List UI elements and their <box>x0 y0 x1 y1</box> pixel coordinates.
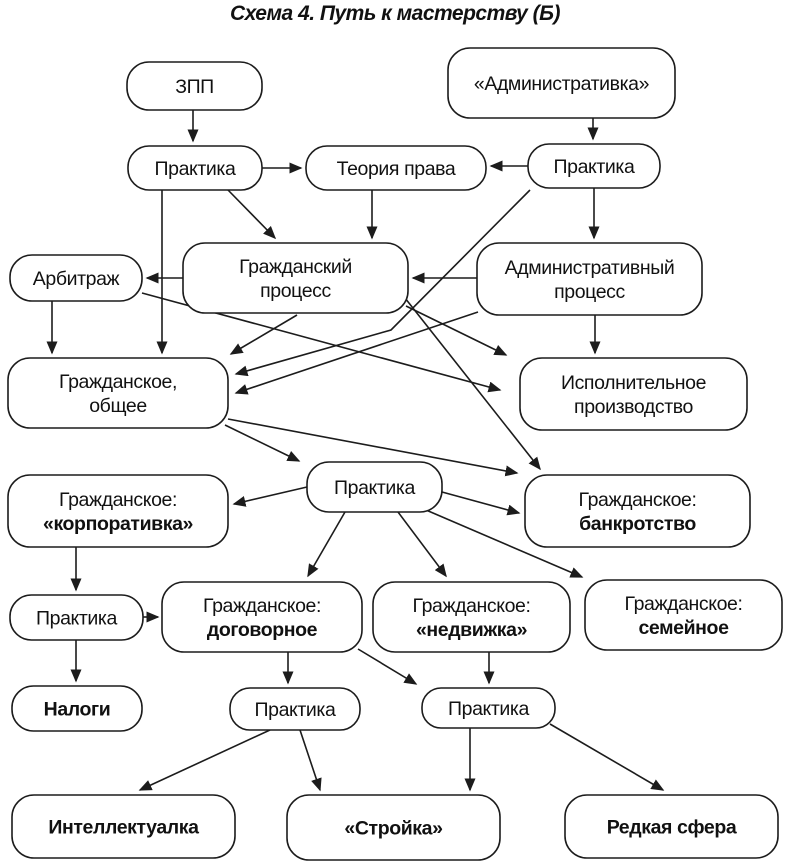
node-shape-grazhdanskiy-process <box>182 242 409 314</box>
node-label-ispolnitelnoe-line1: Исполнительное <box>561 372 706 394</box>
edge-obshchee-to-praktika-c <box>224 424 301 462</box>
node-nedvizhka: Гражданское:«недвижка» <box>372 581 571 653</box>
node-label-semeynoe-line1: Гражданское: <box>625 593 743 615</box>
node-shape-praktika-right <box>527 143 661 189</box>
edge-praktika-br-to-redkaya <box>549 723 665 791</box>
node-label-grazhdanskoe-obshchee-line2: общее <box>89 395 147 417</box>
node-administrativka: «Административка» <box>447 47 676 119</box>
node-shape-teoriya-prava <box>305 145 487 191</box>
nodes-layer: ЗПП «Административка» Практика Теория права… <box>7 47 783 861</box>
node-shape-nalogi <box>11 685 143 732</box>
node-redkaya-sfera: Редкая сфера <box>564 794 779 859</box>
node-label-administrativnyy-process-line2: процесс <box>554 281 625 303</box>
node-label-korporativka-line1: Гражданское: <box>59 489 177 511</box>
node-shape-praktika-bottom-center <box>229 687 361 731</box>
edge-adm-process-to-obshchee <box>234 311 479 395</box>
node-label-bankrotstvo-line2: банкротство <box>579 513 696 535</box>
node-shape-zpp <box>126 61 263 111</box>
node-zpp: ЗПП <box>126 61 263 111</box>
node-shape-grazhdanskoe-obshchee <box>7 357 229 429</box>
node-label-arbitrazh: Арбитраж <box>33 268 120 290</box>
node-praktika-right: Практика <box>527 143 661 189</box>
node-label-praktika-bottom-right: Практика <box>448 698 529 720</box>
edges-layer <box>46 110 665 792</box>
node-label-ispolnitelnoe-line2: производство <box>574 396 693 418</box>
node-shape-redkaya-sfera <box>564 794 779 859</box>
node-shape-semeynoe <box>584 579 783 651</box>
node-label-nalogi: Налоги <box>44 699 111 721</box>
node-shape-stroyka <box>286 794 501 861</box>
node-praktika-center: Практика <box>306 461 443 513</box>
node-label-dogovornoe-line1: Гражданское: <box>203 595 321 617</box>
edge-praktika-bc-to-intellekt <box>138 729 271 791</box>
node-semeynoe: Гражданское:семейное <box>584 579 783 651</box>
edge-praktika-l-to-grazh-process <box>227 189 277 240</box>
edge-praktika-c-to-semeynoe <box>425 509 584 578</box>
node-dogovornoe: Гражданское:договорное <box>161 581 363 653</box>
edge-praktika-c-to-dogovornoe <box>307 511 346 578</box>
node-praktika-bottom-right: Практика <box>421 687 556 729</box>
node-label-administrativka: «Административка» <box>474 73 650 95</box>
node-shape-administrativnyy-process <box>476 242 703 316</box>
node-label-administrativnyy-process-line1: Административный <box>505 257 675 279</box>
node-intellektualka: Интеллектуалка <box>11 794 236 859</box>
node-label-bankrotstvo-line1: Гражданское: <box>579 489 697 511</box>
edge-praktika-c-to-korporativka <box>232 486 308 507</box>
node-label-nedvizhka-line1: Гражданское: <box>413 595 531 617</box>
node-shape-praktika-bottom-right <box>421 687 556 729</box>
node-stroyka: «Стройка» <box>286 794 501 861</box>
node-shape-arbitrazh <box>9 254 143 302</box>
node-label-dogovornoe-line2: договорное <box>207 619 318 641</box>
node-shape-ispolnitelnoe <box>519 357 748 431</box>
node-shape-bankrotstvo <box>524 474 751 548</box>
node-shape-praktika-small-left <box>9 594 144 641</box>
node-label-praktika-right: Практика <box>554 156 635 178</box>
node-label-semeynoe-line2: семейное <box>638 617 729 639</box>
edge-dogovornoe-to-praktika-br <box>357 648 418 685</box>
node-praktika-left: Практика <box>127 145 263 191</box>
edge-praktika-c-to-nedvizhka <box>397 511 447 578</box>
node-label-praktika-bottom-center: Практика <box>255 699 336 721</box>
node-label-grazhdanskiy-process-line1: Гражданский <box>239 256 352 278</box>
node-arbitrazh: Арбитраж <box>9 254 143 302</box>
node-label-redkaya-sfera: Редкая сфера <box>607 817 737 839</box>
node-shape-administrativka <box>447 47 676 119</box>
node-label-praktika-left: Практика <box>155 158 236 180</box>
node-label-nedvizhka-line2: «недвижка» <box>416 619 527 641</box>
node-grazhdanskoe-obshchee: Гражданское,общее <box>7 357 229 429</box>
node-label-praktika-center: Практика <box>334 477 415 499</box>
node-label-grazhdanskoe-obshchee-line1: Гражданское, <box>59 371 177 393</box>
node-shape-korporativka <box>7 474 229 548</box>
node-teoriya-prava: Теория права <box>305 145 487 191</box>
node-praktika-small-left: Практика <box>9 594 144 641</box>
node-shape-nedvizhka <box>372 581 571 653</box>
edge-grazh-process-to-bankrotstvo <box>404 297 541 471</box>
edge-obshchee-to-bankrotstvo <box>227 418 519 477</box>
node-label-grazhdanskiy-process-line2: процесс <box>260 280 331 302</box>
edge-praktika-c-to-bankrotstvo <box>441 491 521 516</box>
node-shape-praktika-center <box>306 461 443 513</box>
diagram-title: Схема 4. Путь к мастерству (Б) <box>229 2 561 25</box>
node-korporativka: Гражданское:«корпоративка» <box>7 474 229 548</box>
node-label-praktika-small-left: Практика <box>36 608 117 630</box>
edge-grazh-process-to-obshchee <box>229 314 298 355</box>
node-shape-praktika-left <box>127 145 263 191</box>
node-label-teoriya-prava: Теория права <box>337 158 456 180</box>
edge-praktika-r-to-obshchee <box>234 189 531 377</box>
node-label-korporativka-line2: «корпоративка» <box>43 513 193 535</box>
edge-praktika-bc-to-stroyka <box>299 729 322 792</box>
node-nalogi: Налоги <box>11 685 143 732</box>
node-bankrotstvo: Гражданское:банкротство <box>524 474 751 548</box>
node-praktika-bottom-center: Практика <box>229 687 361 731</box>
edge-grazh-process-to-ispoln <box>405 305 508 356</box>
node-shape-dogovornoe <box>161 581 363 653</box>
node-label-stroyka: «Стройка» <box>344 818 442 840</box>
node-shape-intellektualka <box>11 794 236 859</box>
node-label-intellektualka: Интеллектуалка <box>48 817 199 839</box>
node-label-zpp: ЗПП <box>175 76 214 98</box>
